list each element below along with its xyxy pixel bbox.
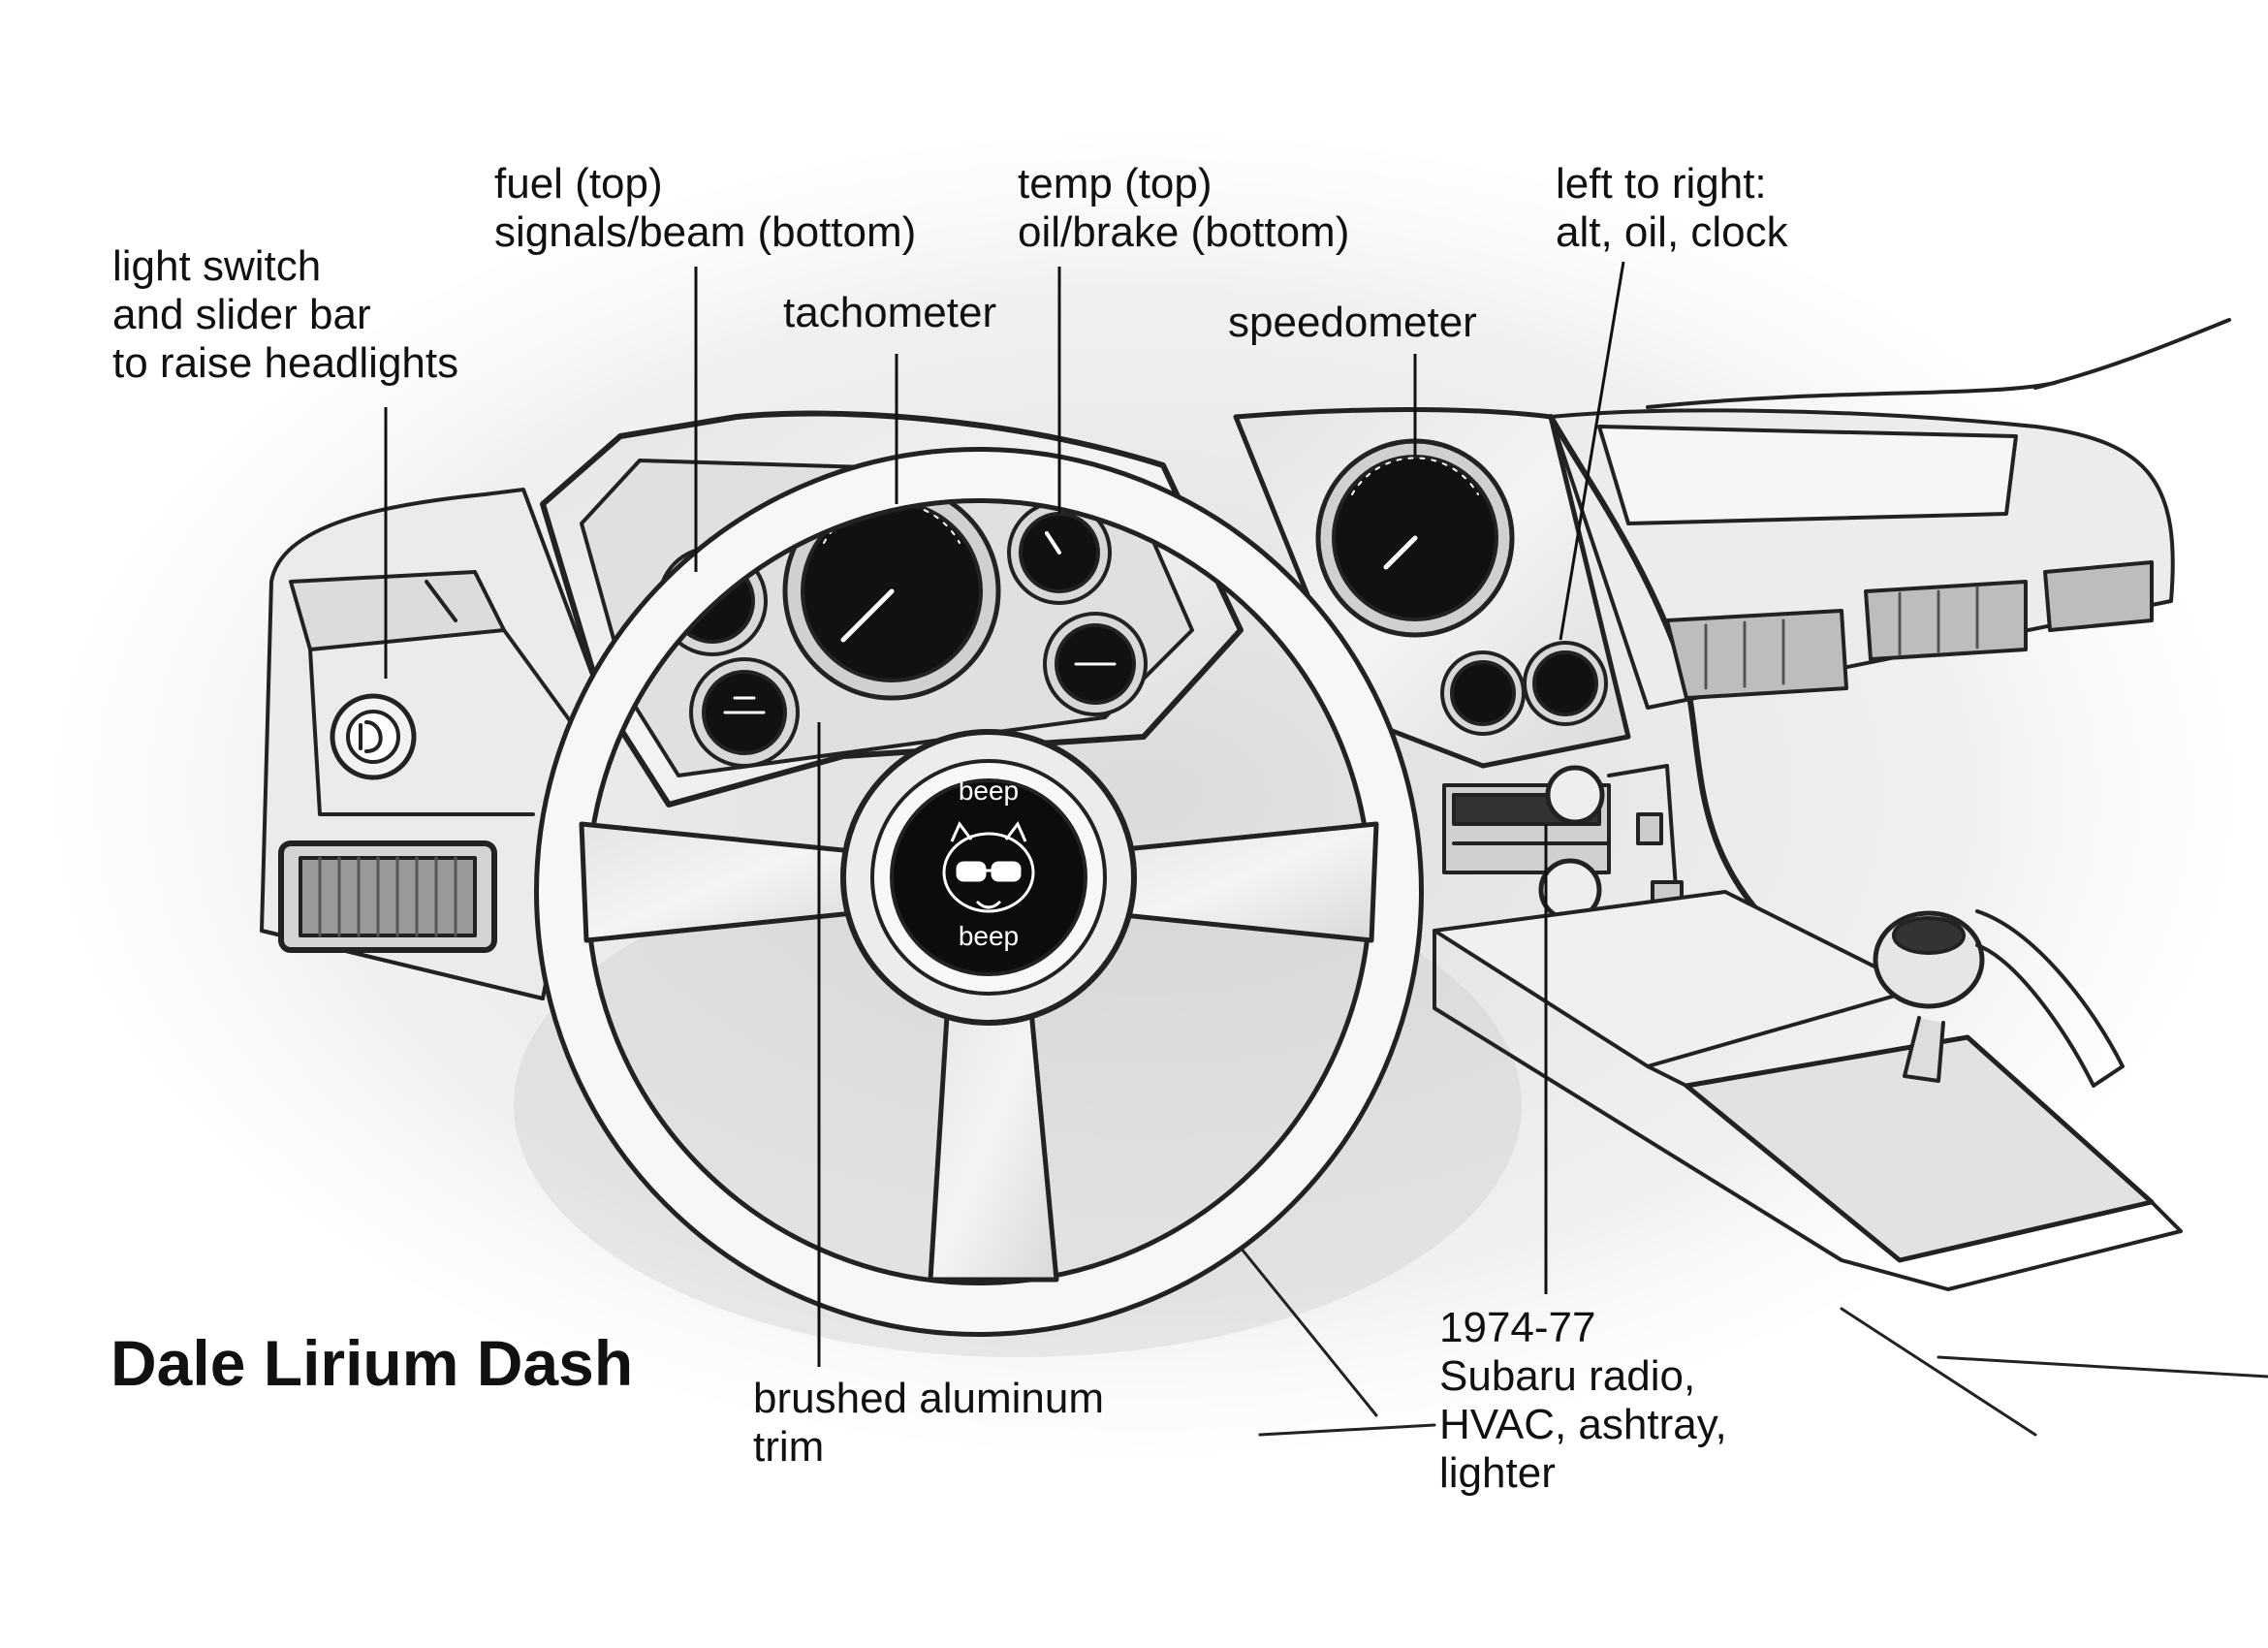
label-line: Subaru radio, <box>1439 1352 1696 1400</box>
oil-gauge-icon <box>1523 641 1608 726</box>
signals-beam-gauge-icon <box>689 657 800 768</box>
diagram-title: Dale Lirium Dash <box>110 1327 634 1399</box>
oil-brake-gauge-icon <box>1043 612 1148 716</box>
floor-lines <box>1210 1210 2268 1437</box>
label-aux-gauges: left to right: alt, oil, clock <box>1556 160 1788 257</box>
label-line: brushed aluminum <box>753 1375 1104 1422</box>
label-line: signals/beam (bottom) <box>494 208 917 256</box>
label-line: 1974-77 <box>1439 1304 1596 1351</box>
label-line: left to right: <box>1556 160 1767 207</box>
label-line: to raise headlights <box>112 339 459 387</box>
temp-gauge-icon <box>1007 500 1112 605</box>
tachometer-icon <box>782 482 1001 701</box>
label-line: oil/brake (bottom) <box>1018 208 1350 256</box>
center-console <box>1433 890 2183 1291</box>
label-line: speedometer <box>1228 299 1477 346</box>
headlight-switch-icon <box>330 693 417 780</box>
speedometer-icon <box>1315 438 1515 638</box>
horn-text-top: beep <box>959 776 1019 806</box>
label-line: and slider bar <box>112 291 371 338</box>
label-speedometer: speedometer <box>1228 299 1477 347</box>
label-line: light switch <box>112 242 322 290</box>
horn-text-bottom: beep <box>959 921 1019 951</box>
chipmunk-logo-icon <box>942 821 1035 913</box>
label-line: lighter <box>1439 1449 1556 1497</box>
label-fuel: fuel (top) signals/beam (bottom) <box>494 160 916 257</box>
label-line: trim <box>753 1423 825 1471</box>
label-line: fuel (top) <box>494 160 663 207</box>
label-console: 1974-77 Subaru radio, HVAC, ashtray, lig… <box>1439 1304 1727 1498</box>
windshield-line <box>1646 318 2231 409</box>
gear-shifter-icon <box>1873 909 2125 1088</box>
label-line: alt, oil, clock <box>1556 208 1788 256</box>
label-trim: brushed aluminum trim <box>753 1375 1104 1472</box>
leader-lines <box>384 261 1625 1367</box>
label-temp: temp (top) oil/brake (bottom) <box>1018 160 1349 257</box>
label-line: temp (top) <box>1018 160 1213 207</box>
label-line: HVAC, ashtray, <box>1439 1401 1727 1448</box>
horn-button[interactable]: beep beep <box>890 776 1087 976</box>
alt-gauge-icon <box>1440 650 1526 736</box>
leader-aux <box>1559 261 1625 641</box>
label-tachometer: tachometer <box>783 289 996 337</box>
label-light-switch: light switch and slider bar to raise hea… <box>112 242 458 388</box>
label-line: tachometer <box>783 289 997 336</box>
right-vents-icon <box>1665 560 2154 700</box>
left-vent-icon <box>278 840 497 953</box>
